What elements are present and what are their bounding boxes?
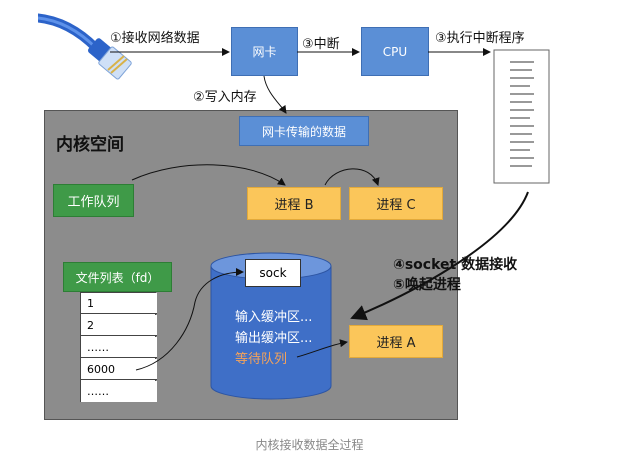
- step5-wake-label: ⑤唤起进程: [393, 277, 461, 293]
- fd-table: 1 2 …… 6000 ……: [80, 292, 157, 402]
- sock-label: sock: [259, 266, 287, 280]
- fd-row: 2: [81, 315, 157, 336]
- nic-box: 网卡: [231, 27, 298, 76]
- work-queue-box: 工作队列: [53, 184, 134, 217]
- step3-exec-label: ③执行中断程序: [435, 31, 525, 46]
- nic-data-box: 网卡传输的数据: [239, 116, 369, 146]
- fd-row: ……: [81, 381, 157, 402]
- step1-receive-label: ①接收网络数据: [110, 31, 200, 46]
- output-buffer-label: 输出缓冲区...: [235, 331, 313, 346]
- process-a-box: 进程 A: [349, 325, 443, 358]
- file-list-box: 文件列表（fd）: [63, 262, 172, 292]
- fd-row: ……: [81, 337, 157, 358]
- process-c-label: 进程 C: [376, 198, 416, 213]
- process-a-label: 进程 A: [376, 336, 416, 351]
- arrow-nic-memory: [263, 75, 287, 114]
- nic-label: 网卡: [252, 45, 277, 59]
- process-c-box: 进程 C: [349, 187, 443, 220]
- cpu-label: CPU: [382, 44, 408, 59]
- file-list-label: 文件列表（fd）: [75, 270, 160, 285]
- step2-write-label: ②写入内存: [193, 90, 257, 105]
- wait-queue-label: 等待队列: [235, 352, 288, 367]
- sock-box: sock: [245, 259, 301, 287]
- process-b-label: 进程 B: [274, 198, 314, 213]
- work-queue-label: 工作队列: [67, 195, 120, 210]
- step4-socket-label: ④socket 数据接收: [393, 257, 518, 273]
- diagram-caption: 内核接收数据全过程: [255, 438, 364, 452]
- input-buffer-label: 输入缓冲区...: [235, 310, 313, 325]
- kernel-space-title: 内核空间: [56, 135, 124, 155]
- fd-row: 1: [81, 293, 157, 314]
- process-b-box: 进程 B: [247, 187, 341, 220]
- nic-data-label: 网卡传输的数据: [261, 124, 346, 139]
- network-cable-icon: [38, 10, 138, 90]
- step3-interrupt-label: ③中断: [302, 37, 340, 52]
- fd-row: 6000: [81, 359, 157, 380]
- interrupt-program-doc: [492, 48, 552, 192]
- cpu-box: CPU: [361, 27, 429, 76]
